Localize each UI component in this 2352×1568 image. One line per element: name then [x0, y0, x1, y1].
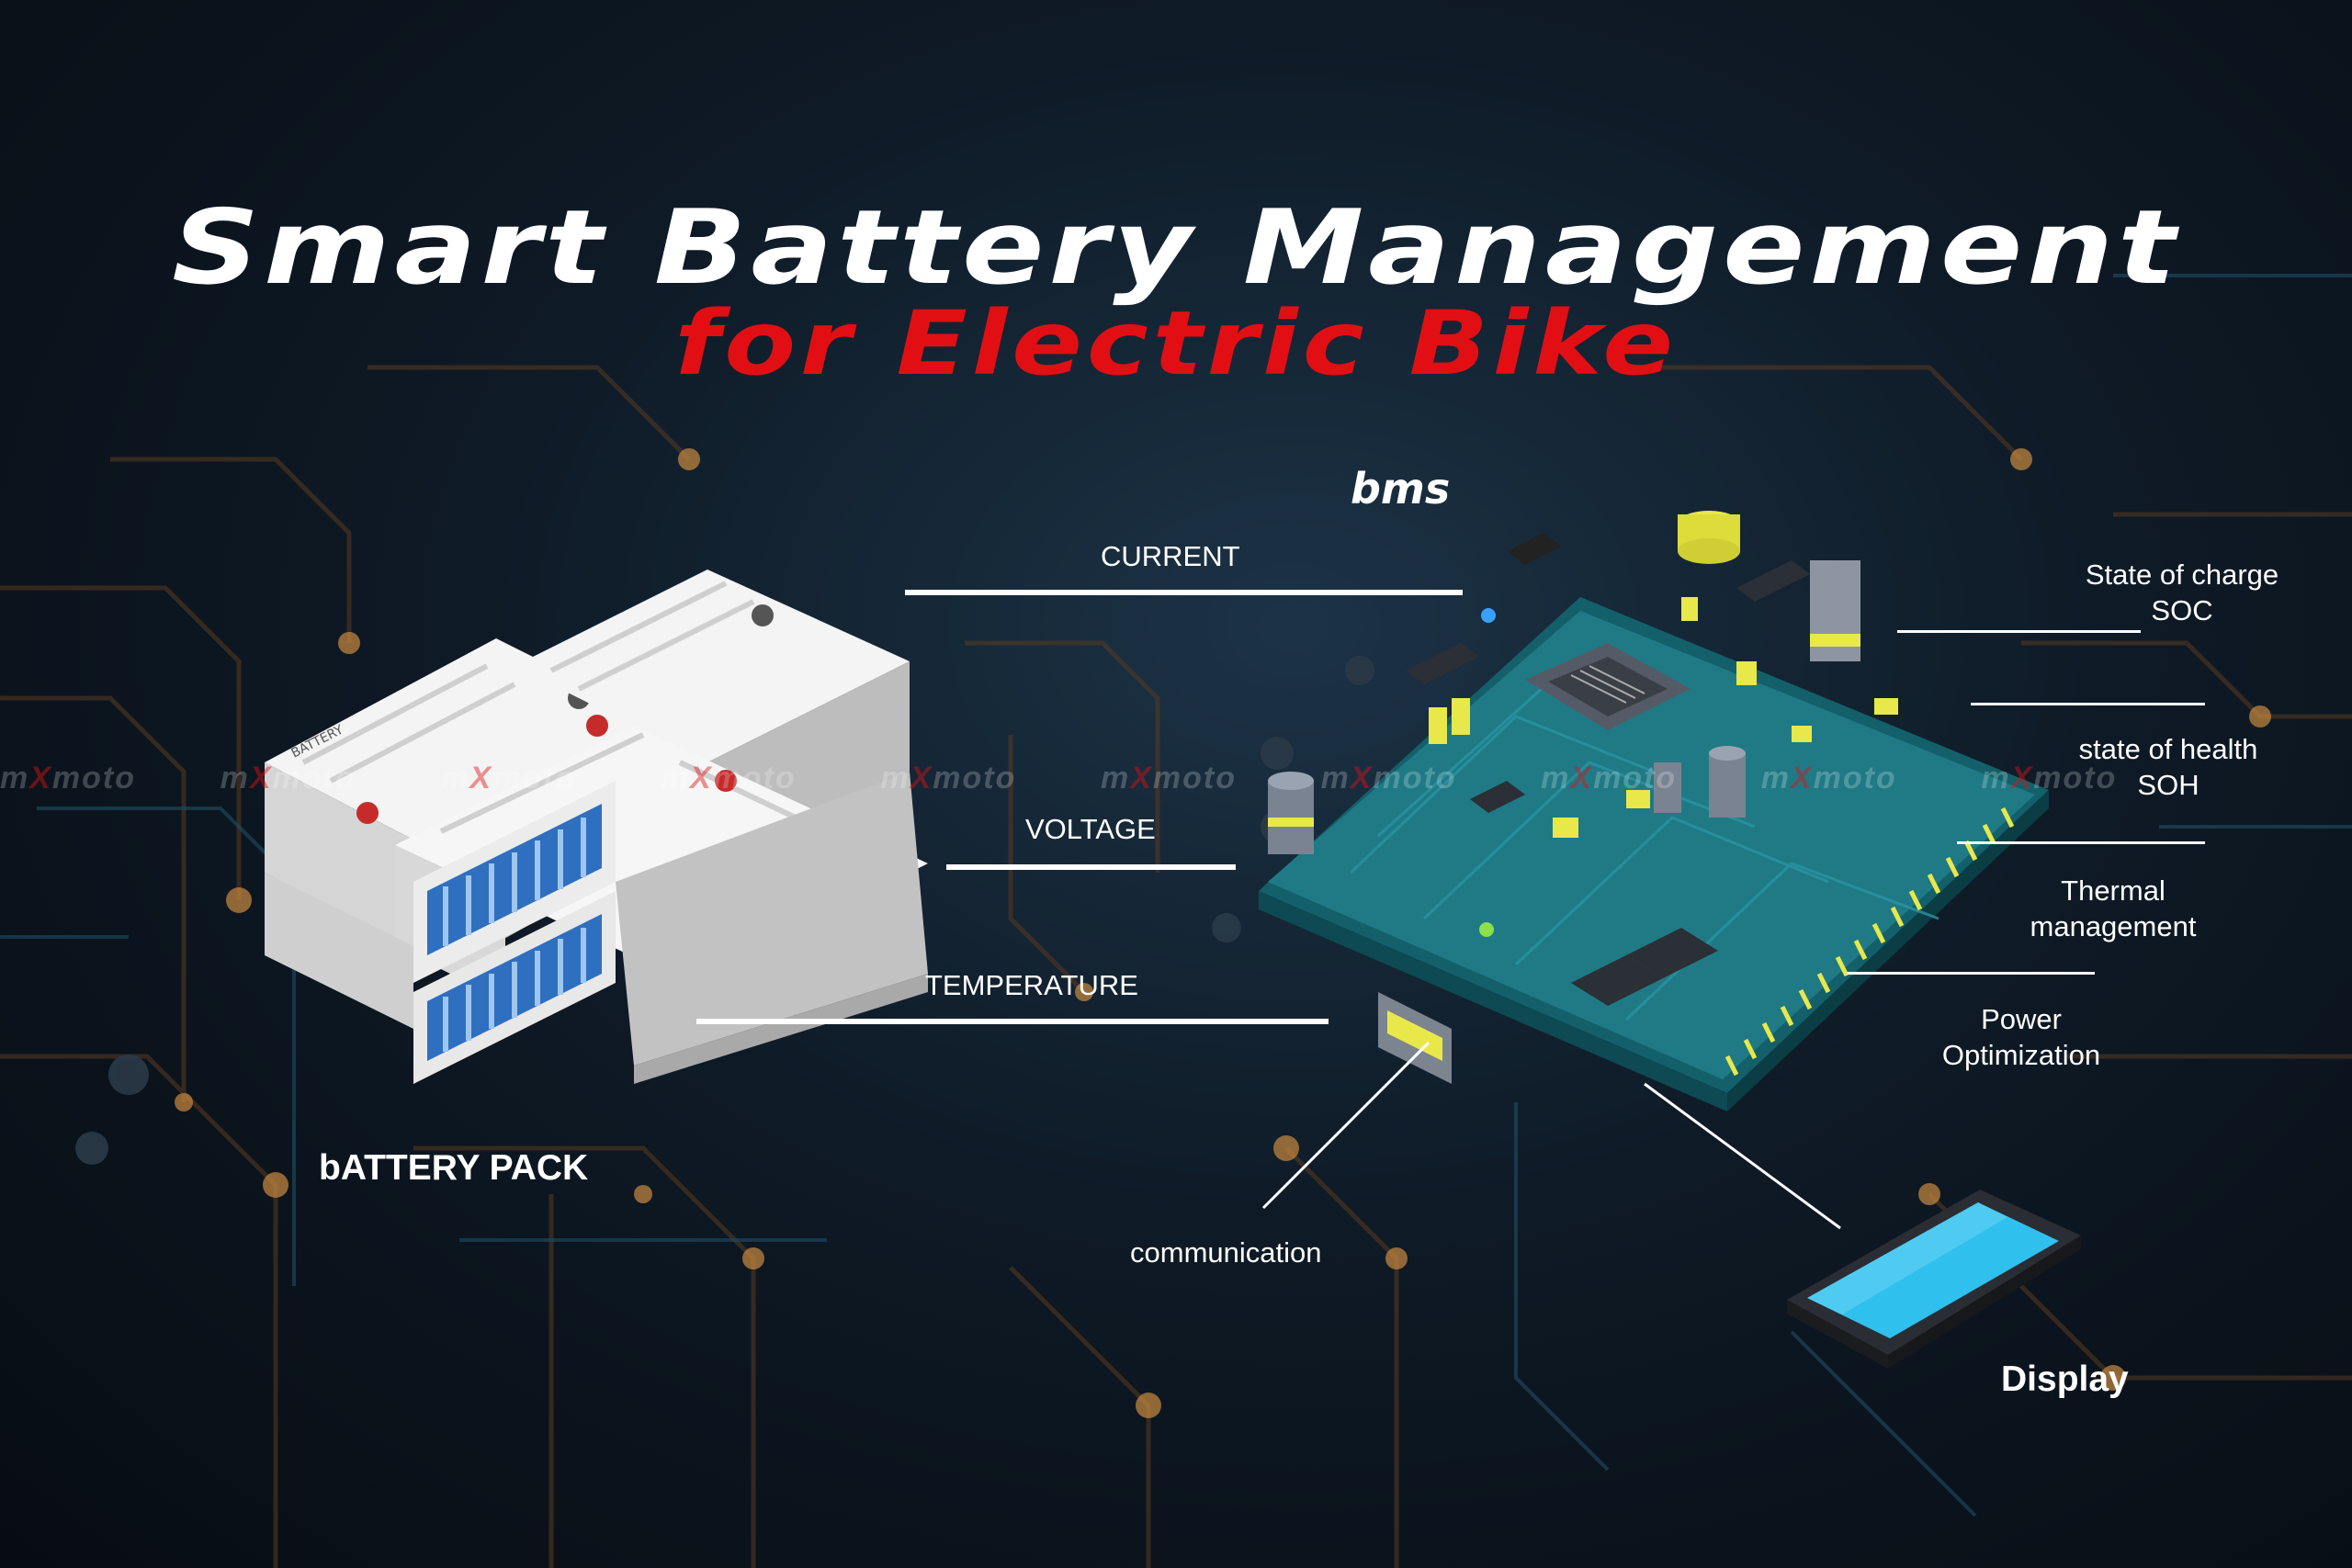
port-connector	[1378, 992, 1452, 1084]
green-led	[1479, 922, 1494, 937]
capacitors	[1268, 560, 1860, 854]
soc-line	[1897, 630, 2141, 633]
ic-chips	[1406, 533, 1810, 1006]
power-label: Power Optimization	[1883, 1003, 2159, 1072]
communication-label: communication	[1130, 1236, 1322, 1269]
voltage-line	[946, 864, 1236, 870]
current-line	[905, 590, 1463, 595]
bms-board-illustration	[1259, 511, 2049, 1111]
display-label: Display	[2001, 1359, 2129, 1399]
temperature-label: TEMPERATURE	[925, 969, 1138, 1001]
blue-led	[1481, 608, 1496, 623]
edge-connector	[1724, 807, 2015, 1077]
thermal-label-line2: management	[2030, 910, 2197, 942]
watermark-band: mXmoto mXmoto mXmoto mXmoto mXmoto mXmot…	[0, 761, 2118, 795]
battery-pack-label: bATTERY PACK	[319, 1148, 589, 1188]
processor-chip	[1525, 643, 1690, 730]
bms-label: bms	[1351, 464, 1451, 513]
display-tablet-illustration	[1787, 1190, 2081, 1369]
title-line-2: for Electric Bike	[674, 292, 1678, 395]
title-line-1: Smart Battery Management	[172, 188, 2180, 308]
soc-label-line2: SOC	[2151, 594, 2213, 626]
battery-blue-cells	[265, 772, 928, 1084]
thermal-label-line1: Thermal	[2061, 874, 2165, 907]
thermal-line	[1957, 841, 2205, 844]
yellow-components	[1429, 511, 1898, 838]
soh-label-line1: state of health	[2078, 733, 2258, 765]
battery-pack-illustration: BATTERY	[265, 570, 928, 1084]
power-label-line1: Power	[1981, 1003, 2062, 1035]
soh-label: state of health SOH	[2040, 733, 2297, 802]
temperature-line	[696, 1019, 1329, 1024]
display-line	[1644, 1082, 1841, 1230]
power-label-line2: Optimization	[1941, 1039, 2101, 1071]
communication-line	[1261, 1041, 1430, 1210]
thermal-label: Thermal management	[1975, 874, 2251, 943]
soh-label-line2: SOH	[2137, 769, 2199, 801]
power-line	[1847, 972, 2095, 975]
soh-line	[1971, 703, 2205, 705]
soc-label: State of charge SOC	[2049, 558, 2315, 627]
soc-label-line1: State of charge	[2085, 558, 2279, 591]
voltage-label: VOLTAGE	[1025, 813, 1156, 845]
current-label: CURRENT	[1101, 540, 1240, 572]
